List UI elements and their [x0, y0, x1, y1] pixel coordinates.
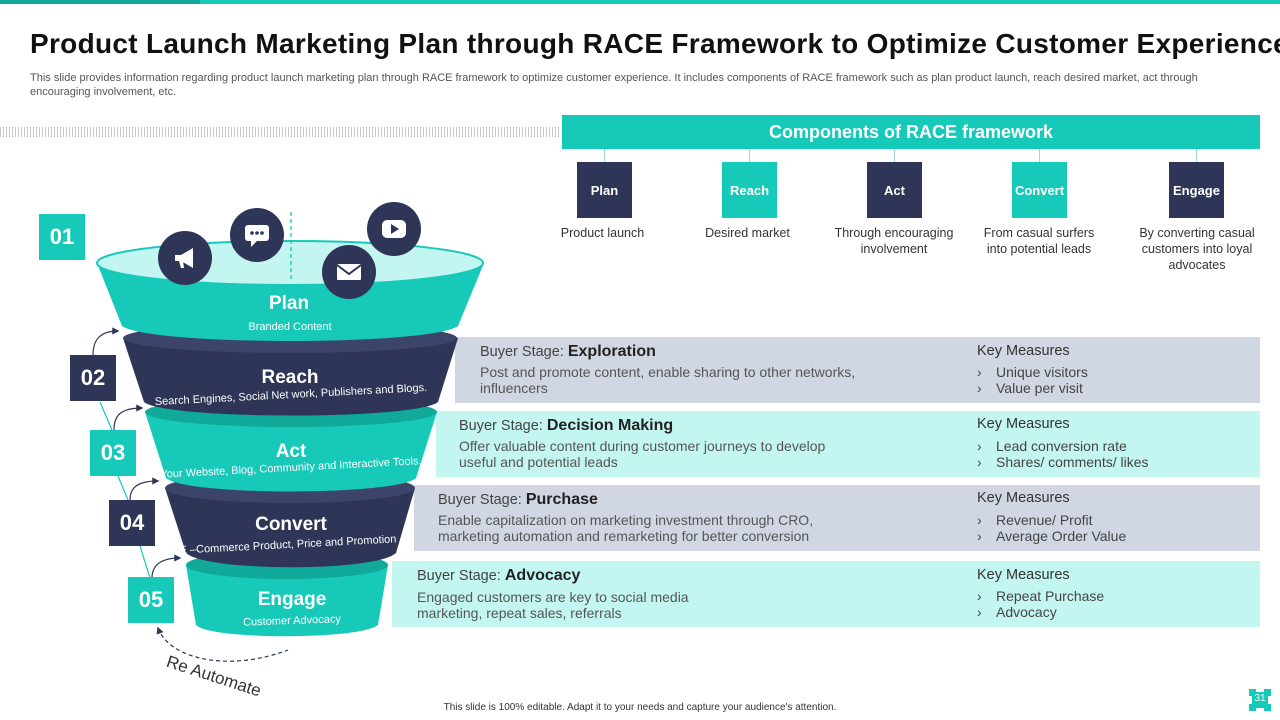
connector-arrow: [92, 327, 120, 356]
key-measure-item: ›Advocacy: [977, 604, 1057, 620]
buyer-stage-label: Buyer Stage: Decision Making: [459, 417, 674, 434]
key-measure-item: ›Value per visit: [977, 380, 1083, 396]
component-plan-box: Plan: [577, 162, 632, 218]
layer-title-reach: Reach: [261, 367, 319, 388]
connector-line: [604, 149, 605, 162]
key-measure-item: ›Revenue/ Profit: [977, 512, 1093, 528]
component-convert-box: Convert: [1012, 162, 1067, 218]
page-badge-icon: [1249, 689, 1271, 711]
component-reach-box: Reach: [722, 162, 777, 218]
connector-arrow: [129, 477, 160, 501]
key-measures-title: Key Measures: [977, 567, 1070, 583]
layer-title-plan: Plan: [268, 293, 310, 314]
email-icon: [322, 245, 376, 299]
layer-title-convert: Convert: [255, 514, 327, 535]
component-act-desc: Through encouraging involvement: [834, 226, 954, 256]
slide-title: Product Launch Marketing Plan through RA…: [30, 28, 1280, 59]
page-number: 31: [1254, 693, 1266, 704]
step-number-02: 02: [70, 355, 116, 401]
megaphone-icon: [158, 231, 212, 285]
connector-arrow: [151, 554, 182, 579]
page-number-badge: 31: [1245, 685, 1275, 715]
top-accent-line: [0, 0, 1280, 4]
stage-band-advocacy: [392, 561, 1260, 627]
component-convert-desc: From casual surfers into potential leads: [983, 226, 1095, 256]
key-measures-title: Key Measures: [977, 416, 1070, 432]
components-header: Components of RACE framework: [562, 115, 1260, 149]
component-engage-desc: By converting casual customers into loya…: [1139, 226, 1255, 272]
key-measure-item: ›Lead conversion rate: [977, 438, 1127, 454]
chat-icon: [230, 208, 284, 262]
buyer-stage-label: Buyer Stage: Purchase: [438, 491, 598, 508]
layer-title-engage: Engage: [257, 589, 327, 610]
footer-note: This slide is 100% editable. Adapt it to…: [443, 702, 837, 713]
key-measure-item: ›Average Order Value: [977, 528, 1127, 544]
component-engage-box: Engage: [1169, 162, 1224, 218]
connector-arrow: [113, 404, 144, 431]
layer-sub-plan: Branded Content: [248, 321, 332, 333]
buyer-stage-desc: Engaged customers are key to social medi…: [417, 589, 689, 621]
step-number-04: 04: [109, 500, 155, 546]
layer-title-act: Act: [275, 441, 307, 462]
step-number-05: 05: [128, 577, 174, 623]
key-measures-title: Key Measures: [977, 343, 1070, 359]
key-measures-title: Key Measures: [977, 490, 1070, 506]
stage-band-exploration: [455, 337, 1260, 403]
key-measure-item: ›Repeat Purchase: [977, 588, 1105, 604]
connector-line: [1039, 149, 1040, 162]
funnel-top-rim: [96, 240, 484, 286]
key-measure-item: ›Unique visitors: [977, 364, 1088, 380]
decorative-hatch: [0, 127, 560, 137]
stage-band-decision: [436, 411, 1260, 477]
component-reach-desc: Desired market: [705, 226, 790, 240]
buyer-stage-desc: Offer valuable content during customer j…: [459, 438, 826, 470]
stage-band-purchase: [414, 485, 1260, 551]
connector-line: [1196, 149, 1197, 162]
reautomate-label: Re Automate: [164, 652, 264, 701]
layer-sub-engage: Customer Advocacy: [242, 613, 342, 629]
slide-subtitle: This slide provides information regardin…: [30, 72, 1198, 98]
component-plan-desc: Product launch: [560, 226, 645, 240]
buyer-stage-label: Buyer Stage: Advocacy: [417, 567, 581, 584]
step-number-03: 03: [90, 430, 136, 476]
video-play-icon: [367, 202, 421, 256]
buyer-stage-desc: Enable capitalization on marketing inves…: [438, 512, 814, 544]
step-number-01: 01: [39, 214, 85, 260]
connector-line: [749, 149, 750, 162]
buyer-stage-label: Buyer Stage: Exploration: [480, 343, 656, 360]
top-accent-line-dark: [0, 0, 200, 4]
connector-line: [894, 149, 895, 162]
component-act-box: Act: [867, 162, 922, 218]
buyer-stage-desc: Post and promote content, enable sharing…: [480, 364, 856, 396]
key-measure-item: ›Shares/ comments/ likes: [977, 454, 1149, 470]
